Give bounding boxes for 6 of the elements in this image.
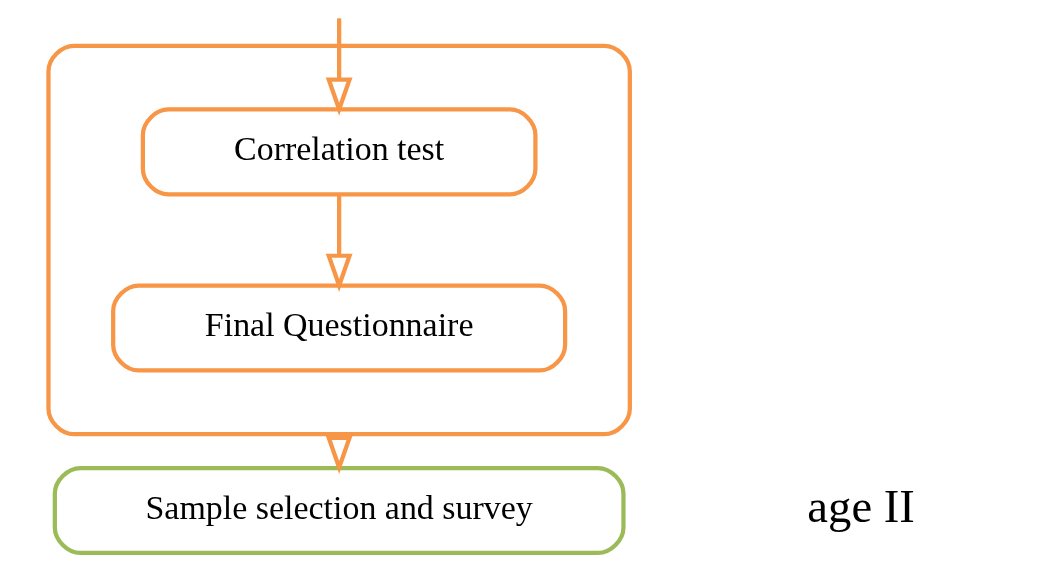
arrow <box>325 194 353 292</box>
node-box: Correlation test <box>140 107 538 197</box>
label: age II <box>806 480 915 533</box>
arrow <box>325 18 353 116</box>
node-box: Sample selection and survey <box>52 465 626 556</box>
node-box: Final Questionnaire <box>110 283 567 373</box>
